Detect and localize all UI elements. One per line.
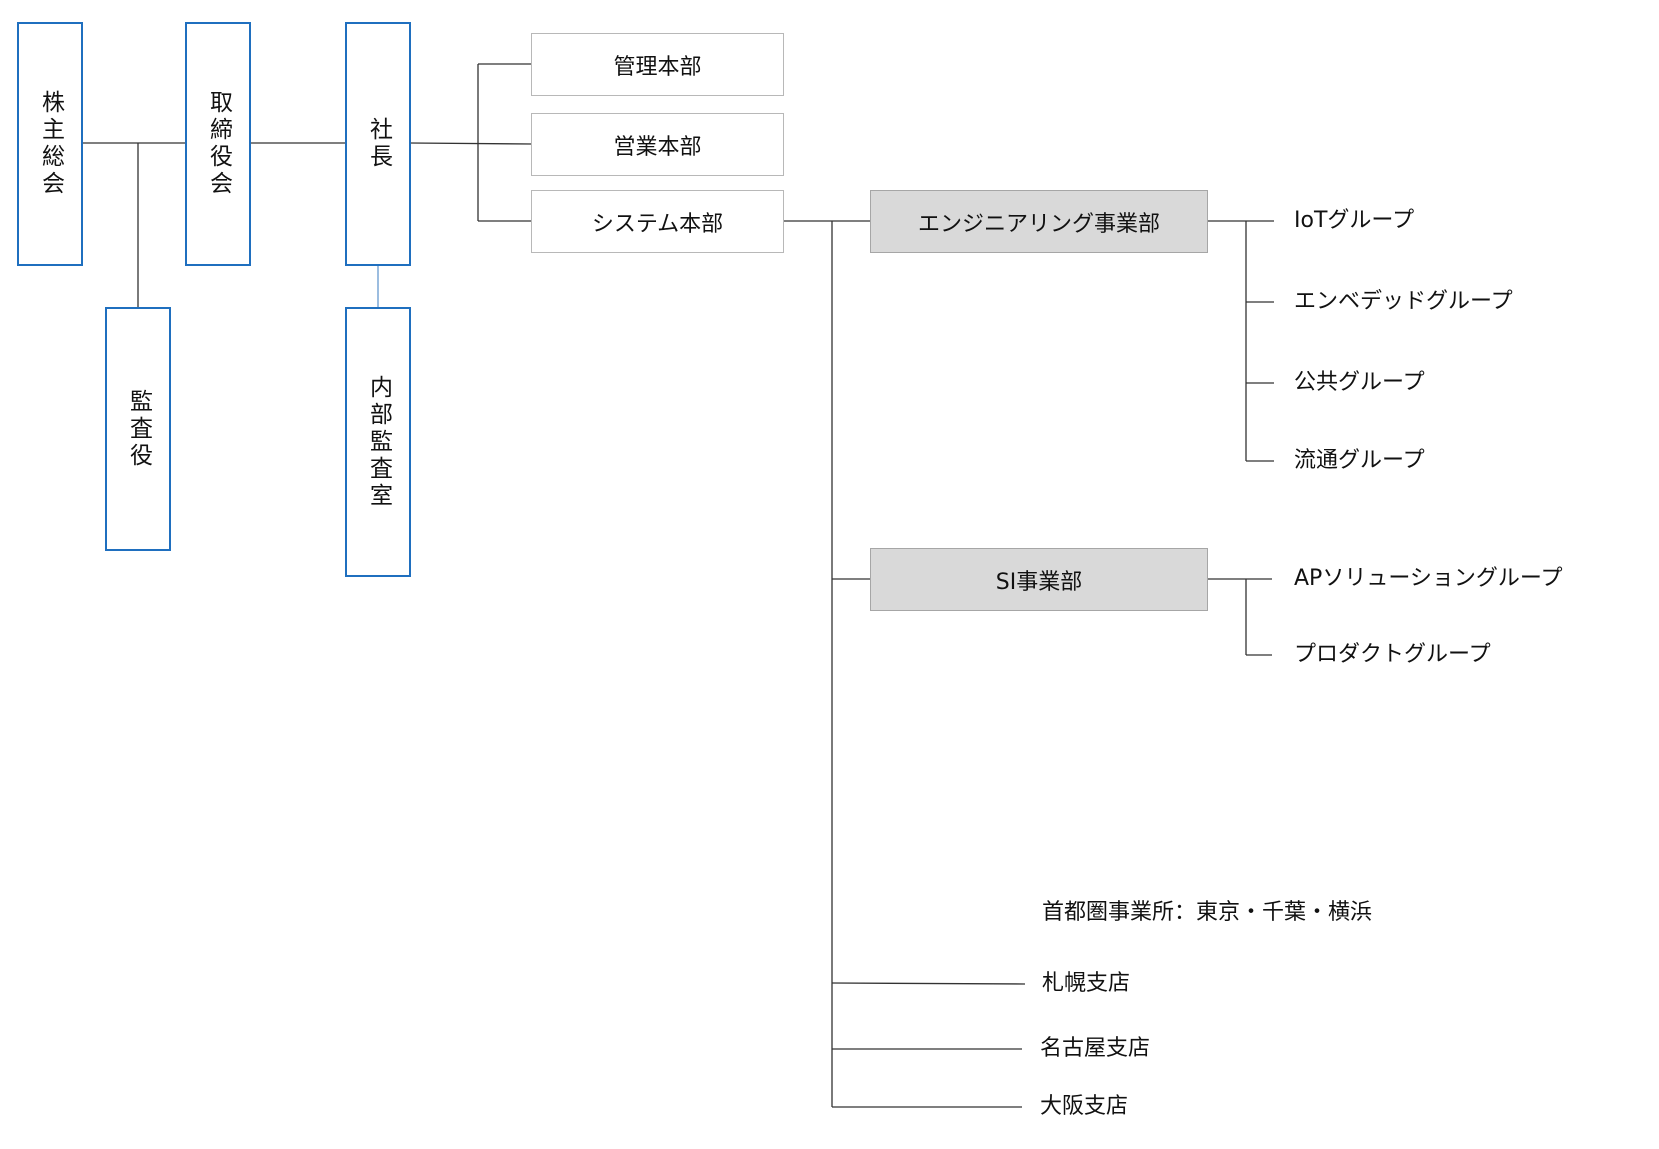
office-sapporo: 札幌支店	[1042, 971, 1131, 996]
group-public: 公共グループ	[1294, 370, 1425, 395]
engineering-division-box: エンジニアリング事業部	[870, 190, 1208, 253]
system-hq-label: システム本部	[591, 211, 724, 237]
board-of-directors-label: 取締役会	[205, 90, 232, 198]
group-iot: IoTグループ	[1294, 208, 1415, 233]
engineering-division-label: エンジニアリング事業部	[917, 211, 1160, 237]
admin-hq-label: 管理本部	[613, 54, 702, 80]
office-nagoya: 名古屋支店	[1040, 1036, 1151, 1061]
office-osaka: 大阪支店	[1040, 1094, 1129, 1119]
auditor-label: 監査役	[125, 388, 152, 470]
si-division-label: SI事業部	[995, 569, 1083, 595]
admin-hq-box: 管理本部	[531, 33, 784, 96]
shareholders-meeting-box: 株主総会	[17, 22, 83, 266]
si-division-box: SI事業部	[870, 548, 1208, 611]
board-of-directors-box: 取締役会	[185, 22, 251, 266]
system-hq-box: システム本部	[531, 190, 784, 253]
auditor-box: 監査役	[105, 307, 171, 551]
sales-hq-box: 営業本部	[531, 113, 784, 176]
group-product: プロダクトグループ	[1294, 642, 1491, 667]
office-metro: 首都圏事業所：東京・千葉・横浜	[1042, 900, 1373, 925]
group-ap-solution: APソリューショングループ	[1294, 566, 1563, 591]
sales-hq-label: 営業本部	[613, 134, 702, 160]
group-distribution: 流通グループ	[1294, 448, 1425, 473]
internal-audit-label: 内部監査室	[365, 374, 392, 510]
president-box: 社長	[345, 22, 411, 266]
shareholders-meeting-label: 株主総会	[37, 90, 64, 198]
group-embedded: エンベデッドグループ	[1294, 289, 1513, 314]
internal-audit-box: 内部監査室	[345, 307, 411, 577]
president-label: 社長	[365, 117, 392, 171]
